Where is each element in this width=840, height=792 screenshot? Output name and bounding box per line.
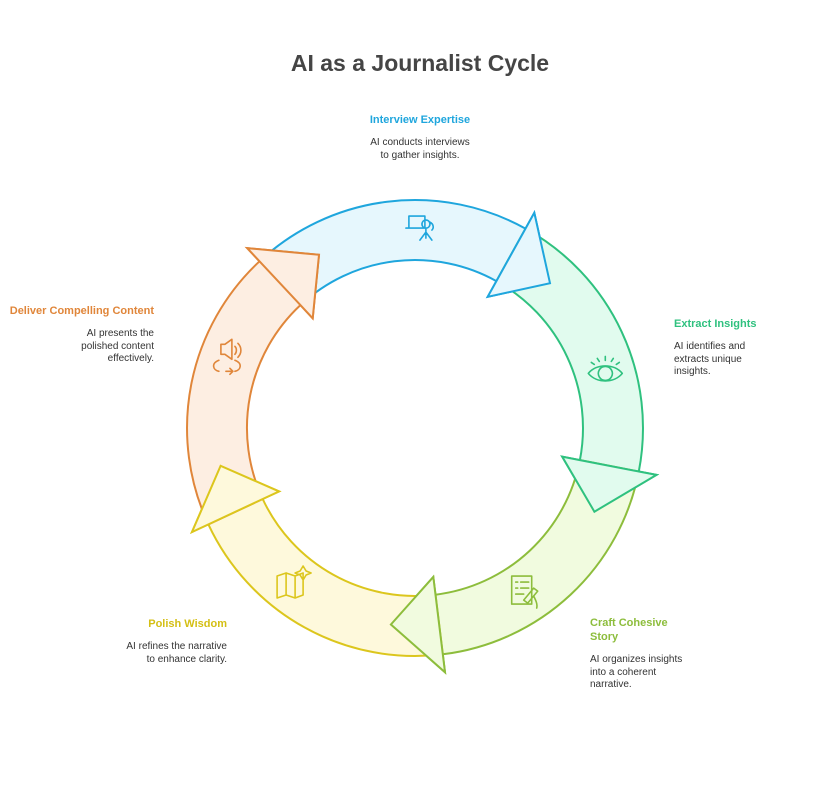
step-description: AI identifies and extracts unique insigh… [674,341,746,377]
arrow-head [244,246,321,321]
step-description: AI conducts interviews to gather insight… [370,137,470,161]
diagram-title: AI as a Journalist Cycle [290,50,550,76]
step-title: Polish Wisdom [148,618,227,630]
step-title: Craft Cohesive Story [590,617,668,643]
step-deliver-compelling-content: Deliver Compelling Content AI presents t… [4,304,154,366]
writing-list-icon [510,575,539,609]
step-interview-expertise: Interview Expertise AI conducts intervie… [345,113,495,162]
step-title: Deliver Compelling Content [9,305,154,317]
speaker-cycle-icon [212,338,242,376]
arrow-head [485,210,552,299]
arrow-head [190,464,282,535]
presenter-icon [405,215,434,241]
arrow-head [560,455,660,514]
step-description: AI organizes insights into a coherent na… [590,654,683,690]
map-sparkle-icon [276,565,312,599]
step-craft-cohesive-story: Craft Cohesive Story AI organizes insigh… [590,616,740,692]
eye-lightbulb-icon [587,355,624,382]
arrow-head [389,574,447,675]
step-title: Extract Insights [674,318,757,330]
step-title: Interview Expertise [369,114,471,126]
step-description: AI refines the narrative to enhance clar… [126,641,227,665]
step-extract-insights: Extract Insights AI identifies and extra… [674,317,824,379]
step-polish-wisdom: Polish Wisdom AI refines the narrative t… [77,617,227,666]
step-description: AI presents the polished content effecti… [81,328,154,364]
